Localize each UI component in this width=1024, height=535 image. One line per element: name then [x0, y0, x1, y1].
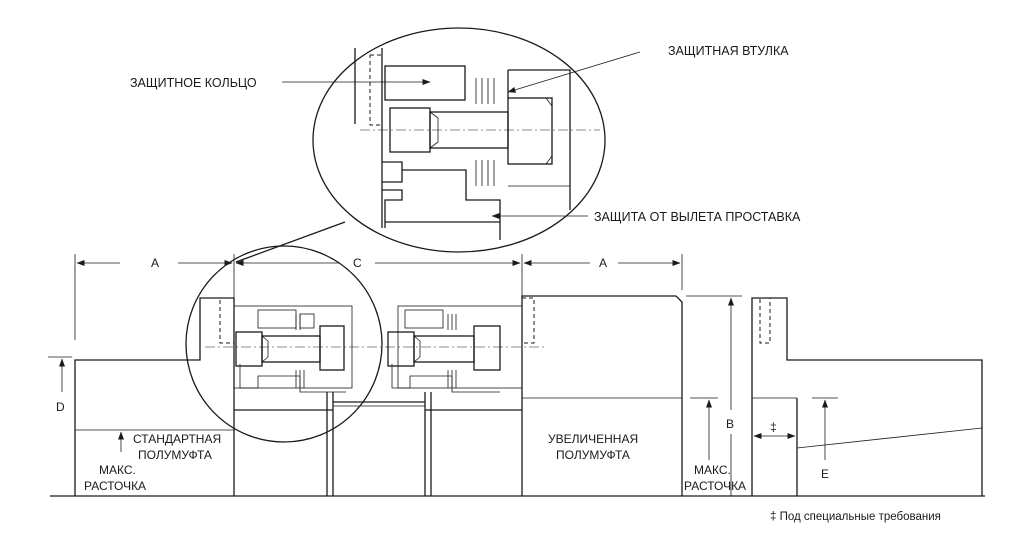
label-max-bore-left-line1: МАКС.	[99, 463, 136, 477]
label-standard-hub-line2: ПОЛУМУФТА	[138, 448, 212, 462]
coupling-main-view	[50, 221, 985, 497]
footnote: ‡ Под специальные требования	[770, 511, 941, 523]
label-protective-sleeve: ЗАЩИТНАЯ ВТУЛКА	[668, 44, 789, 58]
label-standard-hub-line1: СТАНДАРТНАЯ	[133, 432, 221, 446]
dim-a-right: A	[599, 256, 607, 270]
detail-circle-small	[185, 245, 383, 443]
label-max-bore-right-line2: РАСТОЧКА	[684, 479, 746, 493]
dim-a-left: A	[151, 256, 159, 270]
detail-circle-large	[312, 27, 606, 253]
dim-d: D	[56, 400, 65, 414]
label-large-hub-line1: УВЕЛИЧЕННАЯ	[548, 432, 638, 446]
label-max-bore-right-line1: МАКС.	[694, 463, 731, 477]
side-view	[751, 297, 983, 496]
dimension-lines	[48, 254, 838, 496]
detail-leaders	[282, 51, 641, 219]
spacer	[234, 392, 522, 496]
dim-b: B	[726, 417, 734, 431]
detail-leader	[235, 221, 346, 263]
dim-special: ‡	[770, 420, 777, 434]
label-large-hub-line2: ПОЛУМУФТА	[556, 448, 630, 462]
label-spacer-retention: ЗАЩИТА ОТ ВЫЛЕТА ПРОСТАВКА	[594, 210, 801, 224]
text-labels: ЗАЩИТНОЕ КОЛЬЦО ЗАЩИТНАЯ ВТУЛКА ЗАЩИТА О…	[56, 44, 941, 523]
left-bolt-assembly	[233, 305, 353, 393]
right-bolt-assembly	[387, 305, 523, 393]
enlarged-hub	[521, 295, 683, 496]
label-protective-ring: ЗАЩИТНОЕ КОЛЬЦО	[130, 76, 257, 90]
dim-c: C	[353, 256, 362, 270]
label-max-bore-left-line2: РАСТОЧКА	[84, 479, 146, 493]
dim-e: E	[821, 467, 829, 481]
enlarged-detail	[312, 27, 606, 253]
